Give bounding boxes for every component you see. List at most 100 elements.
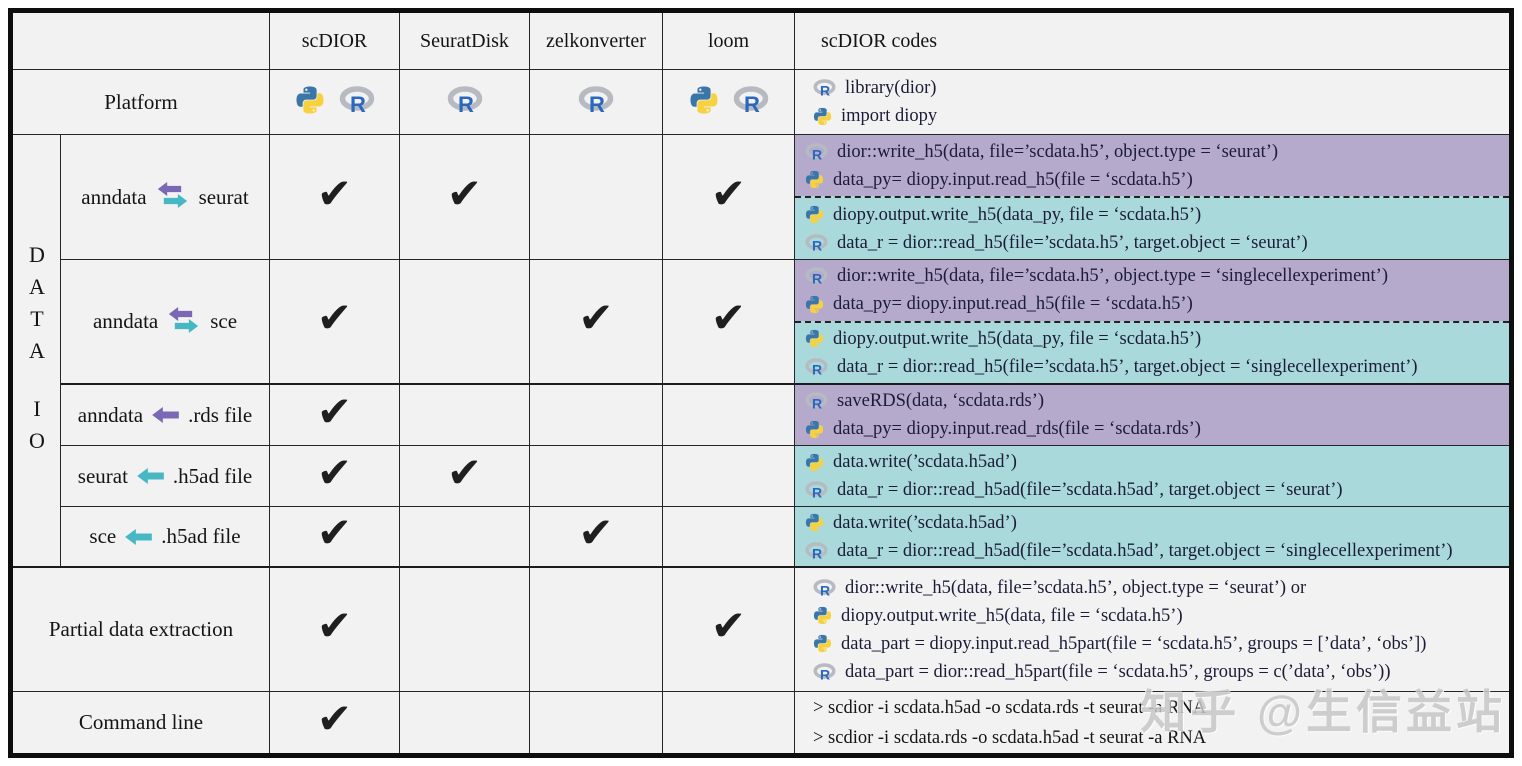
- code-block-teal: data.write(’scdata.h5ad’) R data_r = dio…: [795, 507, 1509, 566]
- code-cell-sce-h5ad: data.write(’scdata.h5ad’) R data_r = dio…: [795, 507, 1509, 568]
- check-cell: [663, 692, 795, 753]
- check-cell: ✔: [270, 260, 400, 385]
- check-cell: ✔: [270, 135, 400, 260]
- check-cell: [400, 692, 530, 753]
- check-cell: [663, 446, 795, 507]
- check-cell: [530, 446, 663, 507]
- comparison-table: scDIOR SeuratDisk zelkonverter loom scDI…: [8, 8, 1514, 758]
- check-cell: ✔: [400, 135, 530, 260]
- check-cell: [530, 692, 663, 753]
- check-cell: ✔: [530, 507, 663, 568]
- check-cell: [400, 507, 530, 568]
- r-logo-icon: R: [805, 357, 828, 376]
- partial-extraction-row-label: Partial data extraction: [13, 568, 270, 692]
- code-line: R library(dior): [813, 75, 1491, 101]
- check-cell: [530, 568, 663, 692]
- python-logo-icon: [805, 205, 824, 224]
- io-row-label-seurat-h5ad: seurat .h5ad file: [61, 446, 270, 507]
- platform-row-label: Platform: [13, 70, 270, 135]
- code-cell-partial-extraction: R dior::write_h5(data, file=’scdata.h5’,…: [795, 568, 1509, 692]
- r-logo-icon: R: [813, 662, 836, 681]
- check-cell: [400, 385, 530, 446]
- bidirectional-arrow-icon: [167, 306, 201, 337]
- command-line-row-label: Command line: [13, 692, 270, 753]
- python-logo-icon: [689, 85, 719, 120]
- svg-text:R: R: [812, 485, 822, 499]
- svg-text:R: R: [812, 545, 822, 559]
- platform-scdior: R: [270, 70, 400, 135]
- data-io-section-label: DATA IO: [13, 135, 61, 568]
- svg-text:R: R: [820, 83, 830, 97]
- svg-text:R: R: [820, 666, 830, 680]
- python-logo-icon: [805, 170, 824, 189]
- python-logo-icon: [805, 329, 824, 348]
- bidirectional-arrow-icon: [156, 182, 190, 212]
- code-cell-seurat-h5ad: data.write(’scdata.h5ad’) R data_r = dio…: [795, 446, 1509, 507]
- io-row-label-sce-h5ad: sce .h5ad file: [61, 507, 270, 568]
- platform-loom: R: [663, 70, 795, 135]
- check-cell: [530, 385, 663, 446]
- r-logo-icon: R: [805, 541, 828, 560]
- r-logo-icon: R: [805, 233, 828, 252]
- python-logo-icon: [813, 634, 832, 653]
- svg-text:R: R: [812, 361, 822, 375]
- left-arrow-icon: [152, 407, 179, 423]
- column-header-seuratdisk: SeuratDisk: [400, 13, 530, 70]
- code-block-teal: data.write(’scdata.h5ad’) R data_r = dio…: [795, 446, 1509, 506]
- check-cell: ✔: [270, 446, 400, 507]
- command-line-text: > scdior -i scdata.rds -o scdata.h5ad -t…: [813, 727, 1207, 748]
- svg-text:R: R: [812, 396, 822, 410]
- check-cell: ✔: [270, 385, 400, 446]
- platform-seuratdisk: R: [400, 70, 530, 135]
- svg-text:R: R: [458, 92, 474, 114]
- column-header-scdior-codes: scDIOR codes: [795, 13, 1509, 70]
- io-row-label-anndata-seurat: anndata seurat: [61, 135, 270, 260]
- left-arrow-icon: [137, 468, 164, 484]
- svg-text:R: R: [812, 237, 822, 251]
- check-cell: ✔: [663, 260, 795, 385]
- check-cell: [400, 568, 530, 692]
- code-block-purple: R dior::write_h5(data, file=’scdata.h5’,…: [795, 260, 1509, 321]
- io-row-label-anndata-rds: anndata .rds file: [61, 385, 270, 446]
- io-row-label-anndata-sce: anndata sce: [61, 260, 270, 385]
- svg-text:R: R: [350, 92, 366, 114]
- code-block-purple: R dior::write_h5(data, file=’scdata.h5’,…: [795, 135, 1509, 196]
- check-cell: [663, 385, 795, 446]
- command-line-text: > scdior -i scdata.h5ad -o scdata.rds -t…: [813, 697, 1207, 718]
- code-block-teal: diopy.output.write_h5(data_py, file = ‘s…: [795, 196, 1509, 259]
- check-cell: [530, 135, 663, 260]
- r-logo-icon: R: [447, 85, 483, 119]
- check-cell: [400, 260, 530, 385]
- r-logo-icon: R: [805, 267, 828, 285]
- code-cell-command-line: > scdior -i scdata.h5ad -o scdata.rds -t…: [795, 692, 1509, 753]
- svg-text:R: R: [744, 92, 760, 114]
- python-logo-icon: [805, 513, 824, 532]
- r-logo-icon: R: [813, 578, 836, 597]
- r-logo-icon: R: [733, 85, 769, 119]
- code-block-purple: R saveRDS(data, ‘scdata.rds’) data_py= d…: [795, 385, 1509, 445]
- check-cell: ✔: [270, 568, 400, 692]
- platform-code-cell: R library(dior) import diopy: [795, 70, 1509, 135]
- r-logo-icon: R: [339, 85, 375, 119]
- column-header-scdior: scDIOR: [270, 13, 400, 70]
- platform-zelkonverter: R: [530, 70, 663, 135]
- check-cell: ✔: [530, 260, 663, 385]
- svg-text:R: R: [812, 271, 822, 285]
- column-header-loom: loom: [663, 13, 795, 70]
- check-cell: ✔: [663, 568, 795, 692]
- r-logo-icon: R: [813, 79, 836, 97]
- code-block-teal: diopy.output.write_h5(data_py, file = ‘s…: [795, 320, 1509, 383]
- check-cell: ✔: [270, 692, 400, 753]
- python-logo-icon: [805, 420, 824, 439]
- python-logo-icon: [805, 295, 824, 314]
- code-cell-anndata-sce: R dior::write_h5(data, file=’scdata.h5’,…: [795, 260, 1509, 385]
- check-cell: ✔: [270, 507, 400, 568]
- python-logo-icon: [295, 85, 325, 120]
- code-cell-anndata-rds: R saveRDS(data, ‘scdata.rds’) data_py= d…: [795, 385, 1509, 446]
- svg-text:R: R: [589, 92, 605, 114]
- r-logo-icon: R: [578, 85, 614, 119]
- python-logo-icon: [813, 606, 832, 625]
- r-logo-icon: R: [805, 481, 828, 499]
- column-header-zelkonverter: zelkonverter: [530, 13, 663, 70]
